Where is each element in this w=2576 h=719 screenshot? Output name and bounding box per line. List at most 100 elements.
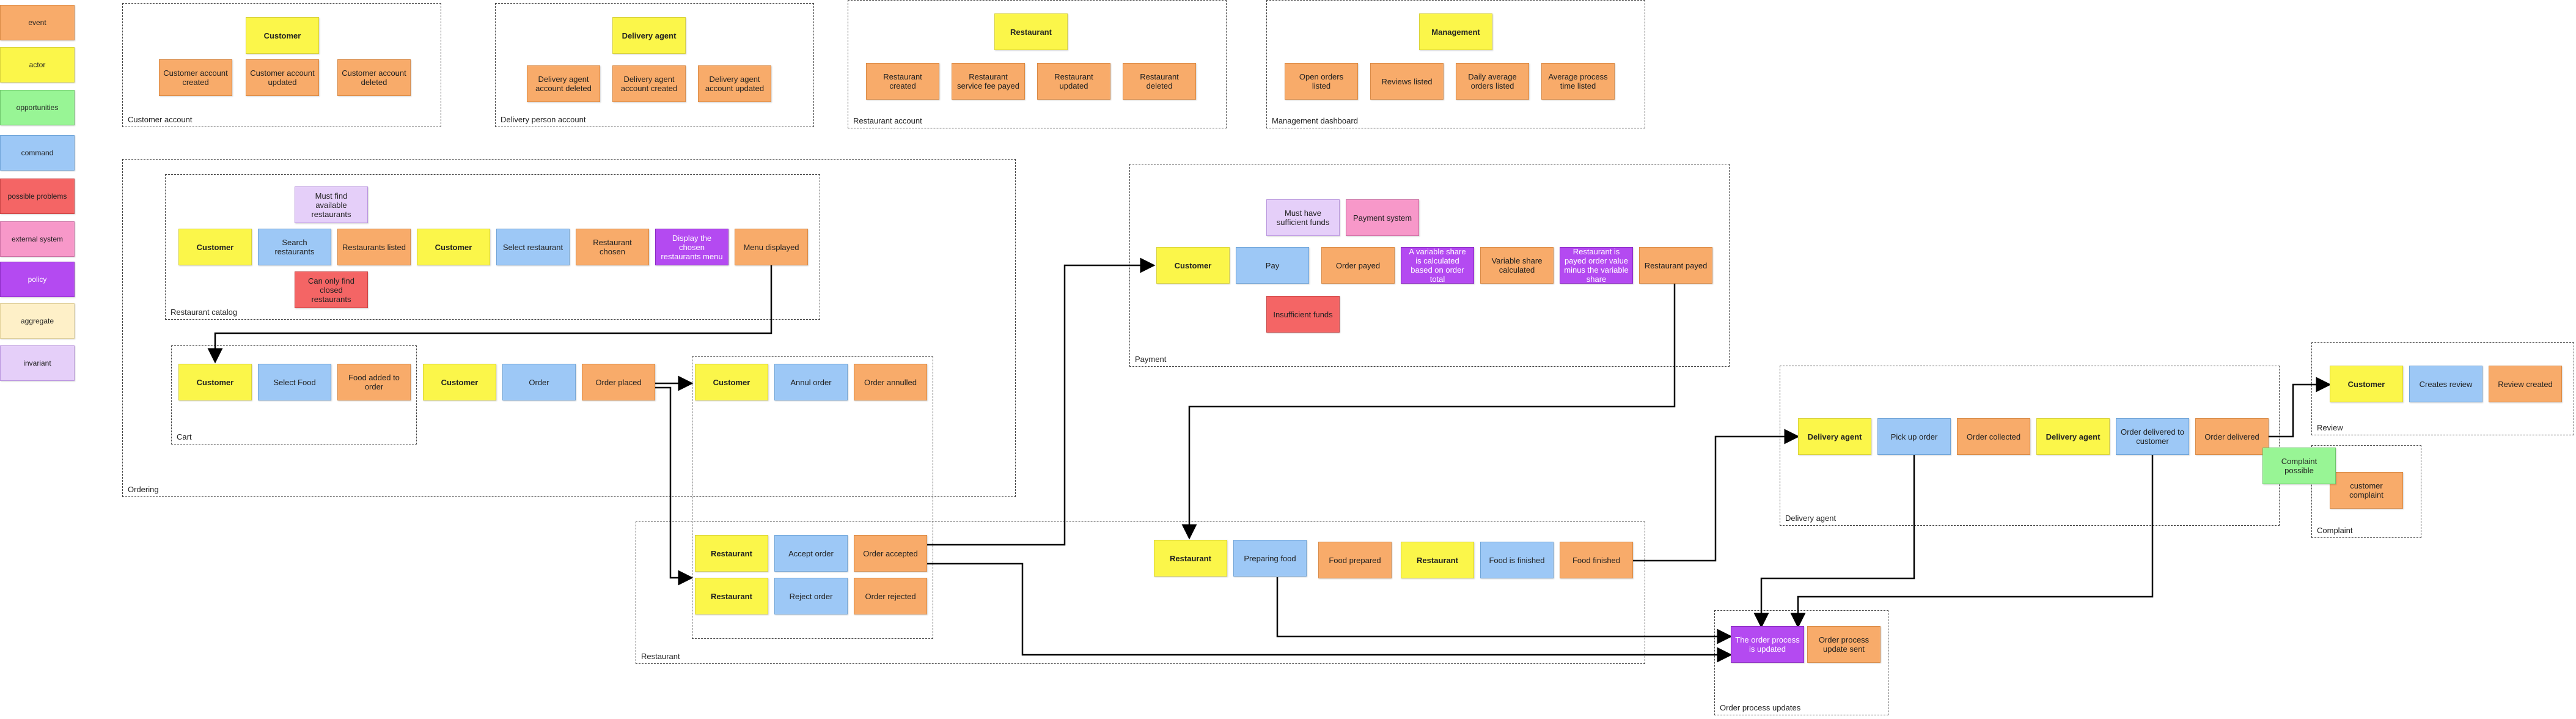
event-order-delivered: Order delivered: [2195, 418, 2269, 455]
command-select-restaurant: Select restaurant: [496, 229, 570, 265]
context-customer-account: Customer account: [122, 3, 441, 127]
arrow-food-finished-to-delivery: [1633, 429, 1800, 562]
context-label: Management dashboard: [1272, 116, 1358, 125]
legend-external-system: external system: [0, 221, 75, 257]
arrow-delivered-to-updates: [1790, 455, 2154, 629]
actor-customer: Customer: [178, 364, 252, 400]
context-label: Cart: [177, 432, 192, 441]
event-delivery-agent-account-deleted: Delivery agent account deleted: [527, 65, 600, 102]
context-restaurant-account: Restaurant account: [848, 0, 1227, 128]
context-review: Review: [2311, 342, 2574, 435]
event-restaurant-deleted: Restaurant deleted: [1123, 63, 1196, 100]
event-order-process-update-sent: Order process update sent: [1807, 626, 1881, 663]
legend-command: command: [0, 135, 75, 171]
context-label: Review: [2317, 423, 2343, 432]
command-pick-up-order: Pick up order: [1877, 418, 1951, 455]
actor-restaurant: Restaurant: [1154, 540, 1227, 577]
event-food-added-to-order: Food added to order: [337, 364, 411, 400]
problem-insufficient-funds: Insufficient funds: [1266, 296, 1340, 333]
event-average-process-time-listed: Average process time listed: [1541, 63, 1615, 100]
event-customer-complaint: customer complaint: [2330, 472, 2403, 509]
arrow-menu-to-cart: [207, 265, 772, 364]
actor-delivery-agent: Delivery agent: [612, 17, 686, 54]
actor-restaurant: Restaurant: [994, 13, 1068, 50]
event-menu-displayed: Menu displayed: [735, 229, 808, 265]
context-restaurant: Restaurant: [636, 522, 1645, 664]
event-customer-account-created: Customer account created: [159, 59, 232, 96]
event-restaurant-chosen: Restaurant chosen: [576, 229, 649, 265]
actor-customer: Customer: [1156, 247, 1230, 284]
context-ordering: Ordering: [122, 159, 1016, 497]
actor-customer: Customer: [246, 17, 319, 54]
legend-event: event: [0, 5, 75, 40]
context-label: Delivery agent: [1785, 514, 1837, 523]
context-management-dashboard: Management dashboard: [1266, 0, 1645, 128]
actor-customer: Customer: [695, 364, 768, 400]
legend-aggregate: aggregate: [0, 303, 75, 339]
arrow-restaurant-payed-to-restaurant: [1181, 282, 1676, 540]
context-restaurant-catalog: Restaurant catalog: [165, 174, 820, 320]
opportunity-complaint-possible: Complaint possible: [2262, 448, 2336, 484]
arrow-order-placed-to-restaurant: [655, 386, 694, 586]
event-restaurant-service-fee-payed: Restaurant service fee payed: [952, 63, 1025, 100]
context-order-lane: [692, 356, 933, 639]
actor-customer: Customer: [417, 229, 490, 265]
context-label: Restaurant catalog: [171, 308, 238, 317]
policy-variable-share-calculated: A variable share is calculated based on …: [1401, 247, 1474, 284]
event-order-accepted: Order accepted: [854, 535, 927, 572]
command-food-is-finished: Food is finished: [1480, 542, 1554, 578]
legend-possible-problems: possible problems: [0, 179, 75, 214]
context-label: Customer account: [128, 115, 193, 124]
policy-order-process-updated: The order process is updated: [1731, 626, 1804, 663]
arrow-order-accepted-to-updates: [927, 562, 1733, 663]
actor-restaurant: Restaurant: [695, 578, 768, 614]
legend-opportunities: opportunities: [0, 90, 75, 125]
policy-display-chosen-menu: Display the chosen restaurants menu: [655, 229, 728, 265]
command-preparing-food: Preparing food: [1233, 540, 1307, 577]
context-label: Delivery person account: [501, 115, 586, 124]
actor-customer: Customer: [178, 229, 252, 265]
legend-invariant: invariant: [0, 345, 75, 381]
actor-restaurant: Restaurant: [695, 535, 768, 572]
actor-delivery-agent: Delivery agent: [1798, 418, 1871, 455]
context-label: Complaint: [2317, 526, 2353, 535]
arrow-order-accepted-to-payment: [927, 257, 1156, 546]
actor-restaurant: Restaurant: [1401, 542, 1474, 578]
context-cart: Cart: [171, 345, 417, 444]
context-label: Restaurant account: [853, 116, 922, 125]
context-delivery-person-account: Delivery person account: [495, 3, 814, 127]
invariant-must-find-available-restaurants: Must find available restaurants: [295, 186, 368, 223]
event-order-payed: Order payed: [1321, 247, 1395, 284]
command-select-food: Select Food: [258, 364, 331, 400]
event-food-finished: Food finished: [1560, 542, 1633, 578]
arrow-delivered-to-review: [2269, 377, 2332, 438]
context-complaint: Complaint: [2311, 445, 2421, 538]
event-open-orders-listed: Open orders listed: [1285, 63, 1358, 100]
context-label: Payment: [1135, 355, 1167, 364]
event-order-collected: Order collected: [1957, 418, 2030, 455]
event-daily-average-orders-listed: Daily average orders listed: [1456, 63, 1529, 100]
actor-customer: Customer: [423, 364, 496, 400]
policy-restaurant-is-payed: Restaurant is payed order value minus th…: [1560, 247, 1633, 284]
context-label: Restaurant: [641, 652, 680, 661]
event-review-created: Review created: [2489, 366, 2562, 402]
command-order: Order: [502, 364, 576, 400]
event-order-placed: Order placed: [582, 364, 655, 400]
command-pay: Pay: [1236, 247, 1309, 284]
event-customer-account-deleted: Customer account deleted: [337, 59, 411, 96]
event-customer-account-updated: Customer account updated: [246, 59, 319, 96]
external-payment-system: Payment system: [1346, 199, 1419, 236]
context-delivery-agent: Delivery agent: [1780, 366, 2280, 526]
event-restaurant-updated: Restaurant updated: [1037, 63, 1110, 100]
event-restaurants-listed: Restaurants listed: [337, 229, 411, 265]
event-delivery-agent-account-created: Delivery agent account created: [612, 65, 686, 102]
event-order-rejected: Order rejected: [854, 578, 927, 614]
actor-delivery-agent: Delivery agent: [2036, 418, 2110, 455]
actor-management: Management: [1419, 13, 1492, 50]
problem-can-only-find-closed-restaurants: Can only find closed restaurants: [295, 271, 368, 308]
event-order-annulled: Order annulled: [854, 364, 927, 400]
command-search-restaurants: Search restaurants: [258, 229, 331, 265]
command-order-delivered-to-customer: Order delivered to customer: [2116, 418, 2189, 455]
event-variable-share-calculated: Variable share calculated: [1480, 247, 1554, 284]
